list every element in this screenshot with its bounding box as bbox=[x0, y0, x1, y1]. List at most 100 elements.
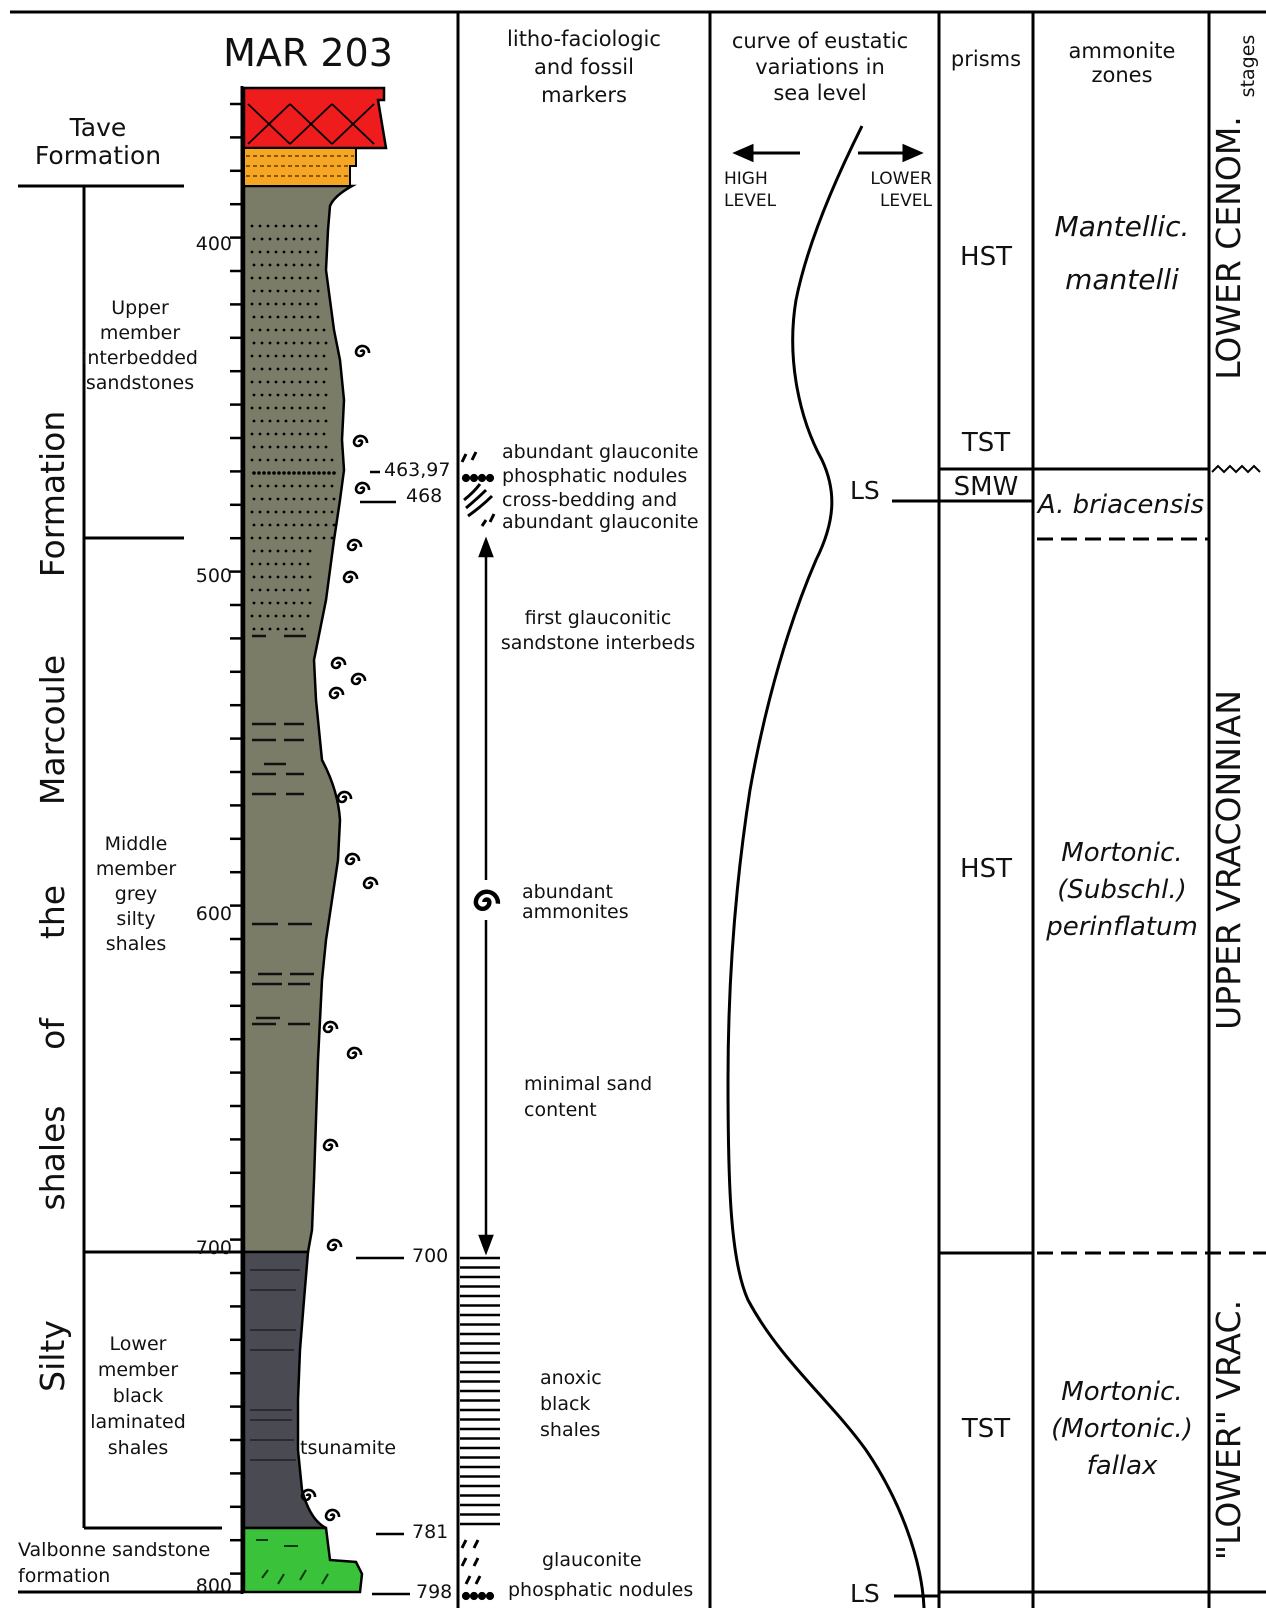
sand-dot bbox=[275, 251, 278, 254]
sand-dot bbox=[309, 264, 312, 267]
sand-dot bbox=[285, 394, 288, 397]
sand-dot bbox=[299, 433, 302, 436]
svg-text:"LOWER" VRAC.: "LOWER" VRAC. bbox=[1209, 1300, 1248, 1560]
svg-text:of: of bbox=[33, 1017, 72, 1050]
sand-dot bbox=[283, 485, 286, 488]
sand-dot bbox=[259, 303, 262, 306]
sand-dot bbox=[251, 277, 254, 280]
sand-dot bbox=[325, 342, 328, 345]
sand-dot bbox=[259, 407, 262, 410]
sand-dot bbox=[251, 303, 254, 306]
sand-dot bbox=[261, 602, 264, 605]
sand-dot bbox=[269, 576, 272, 579]
sand-dot bbox=[299, 615, 302, 618]
sand-dot bbox=[307, 433, 310, 436]
sand-dot bbox=[272, 471, 276, 475]
sand-dot bbox=[301, 446, 304, 449]
sand-dot bbox=[317, 238, 320, 241]
glauconite-2-label: glauconite bbox=[542, 1549, 642, 1571]
sand-dot bbox=[291, 381, 294, 384]
sand-dot bbox=[307, 615, 310, 618]
sand-dot bbox=[315, 225, 318, 228]
sand-dot bbox=[269, 238, 272, 241]
sand-dot bbox=[275, 303, 278, 306]
sand-dot bbox=[301, 238, 304, 241]
sand-dot bbox=[323, 511, 326, 514]
sand-dot bbox=[293, 628, 296, 631]
sand-dot bbox=[323, 355, 326, 358]
zone-briacensis: A. briacensis bbox=[1036, 490, 1204, 520]
upper-member-label: Uppermemberinterbeddedsandstones bbox=[82, 297, 198, 394]
sand-dot bbox=[275, 485, 278, 488]
sand-dot bbox=[277, 471, 281, 475]
svg-text:UPPER VRACONNIAN: UPPER VRACONNIAN bbox=[1209, 690, 1248, 1030]
sand-dot bbox=[293, 316, 296, 319]
sand-dot bbox=[301, 290, 304, 293]
sand-dot bbox=[253, 394, 256, 397]
sand-dot bbox=[253, 316, 256, 319]
sand-dot bbox=[315, 459, 318, 462]
sand-dot bbox=[293, 420, 296, 423]
sand-dot bbox=[291, 563, 294, 566]
sand-dot bbox=[309, 498, 312, 501]
sand-dot bbox=[309, 342, 312, 345]
sand-dot bbox=[259, 459, 262, 462]
sand-dot bbox=[299, 537, 302, 540]
sand-dot bbox=[269, 524, 272, 527]
sand-dot bbox=[299, 589, 302, 592]
sand-dot bbox=[259, 381, 262, 384]
sand-dot bbox=[309, 602, 312, 605]
sand-dot bbox=[277, 602, 280, 605]
sand-dot bbox=[251, 537, 254, 540]
sand-dot bbox=[277, 316, 280, 319]
sand-dot bbox=[307, 563, 310, 566]
sand-dot bbox=[315, 433, 318, 436]
sand-dot bbox=[299, 511, 302, 514]
sand-dot bbox=[283, 277, 286, 280]
sand-dot bbox=[253, 550, 256, 553]
sand-dot bbox=[285, 576, 288, 579]
svg-text:600: 600 bbox=[196, 903, 232, 925]
sand-dot bbox=[251, 563, 254, 566]
sand-dot bbox=[259, 563, 262, 566]
sand-dot bbox=[323, 381, 326, 384]
svg-text:700: 700 bbox=[196, 1237, 232, 1259]
sand-dot bbox=[293, 394, 296, 397]
sand-dot bbox=[251, 433, 254, 436]
sand-dot bbox=[325, 524, 328, 527]
sand-dot bbox=[261, 550, 264, 553]
sand-dot bbox=[291, 355, 294, 358]
sand-dot bbox=[267, 537, 270, 540]
sand-dot bbox=[317, 498, 320, 501]
lower-member-label: Lowermemberblacklaminatedshales bbox=[90, 1333, 186, 1459]
sand-dot bbox=[267, 589, 270, 592]
sand-dot bbox=[269, 498, 272, 501]
sand-dot bbox=[275, 459, 278, 462]
sand-dot bbox=[269, 420, 272, 423]
sand-dot bbox=[285, 238, 288, 241]
sand-dot bbox=[315, 329, 318, 332]
sand-dot bbox=[309, 446, 312, 449]
sand-dot bbox=[301, 420, 304, 423]
eustatic-curve bbox=[728, 126, 924, 1608]
tave-sandstone-body bbox=[244, 148, 356, 186]
sand-dot bbox=[291, 537, 294, 540]
sand-dot bbox=[307, 303, 310, 306]
stage-labels: LOWER CENOM. UPPER VRACONNIAN "LOWER" VR… bbox=[1209, 116, 1248, 1560]
sand-dot bbox=[275, 433, 278, 436]
ls-lower-label: LS bbox=[850, 1579, 880, 1608]
stages-header: stages bbox=[1237, 35, 1259, 98]
depth-marker-lines bbox=[356, 472, 410, 1594]
sand-dot bbox=[317, 524, 320, 527]
sand-dot bbox=[299, 355, 302, 358]
lithologic-column bbox=[230, 86, 410, 1594]
sand-dot bbox=[293, 264, 296, 267]
silty-shales-formation-label: Silty shales of the Marcoule Formation bbox=[33, 411, 72, 1392]
sand-dot bbox=[261, 446, 264, 449]
sand-dot bbox=[269, 290, 272, 293]
sand-dot bbox=[277, 238, 280, 241]
sand-dot bbox=[301, 550, 304, 553]
sand-dot bbox=[283, 459, 286, 462]
